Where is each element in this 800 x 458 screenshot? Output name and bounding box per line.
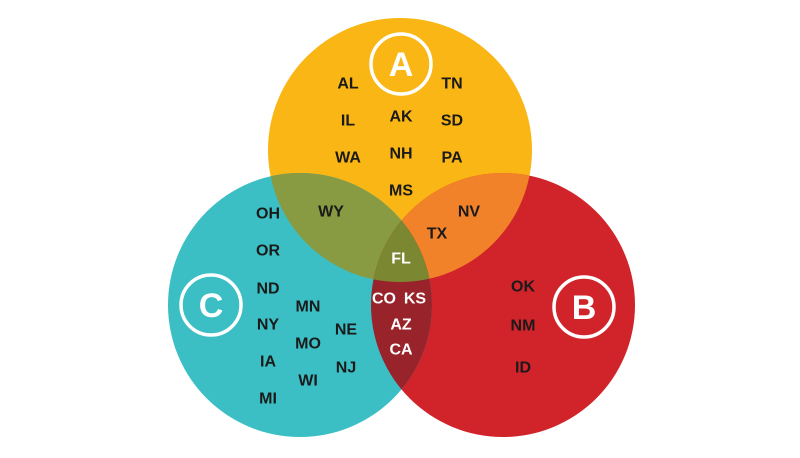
state-label: NJ — [336, 360, 356, 377]
state-label: FL — [391, 251, 411, 268]
state-label: NE — [335, 322, 358, 339]
state-label: OK — [511, 279, 535, 296]
set-b-badge: B — [552, 275, 616, 339]
set-c-label: C — [199, 287, 224, 325]
state-label: NY — [257, 317, 280, 334]
state-label: WY — [318, 204, 344, 221]
state-label: NV — [458, 204, 481, 221]
state-label: AZ — [390, 317, 412, 334]
state-label: OR — [256, 243, 280, 260]
state-label: CO — [372, 291, 396, 308]
state-label: ID — [515, 360, 531, 377]
state-label: OH — [256, 206, 280, 223]
set-b-label: B — [572, 289, 597, 327]
state-label: IL — [341, 113, 355, 130]
state-label: PA — [441, 150, 462, 167]
state-label: IA — [260, 354, 276, 371]
set-a-label: A — [389, 46, 414, 84]
state-label: MN — [296, 299, 321, 316]
state-label: WI — [298, 373, 318, 390]
overlap-a-b — [371, 173, 532, 282]
state-label: TX — [427, 226, 448, 243]
state-label: AL — [337, 76, 359, 93]
set-c-badge: C — [179, 273, 243, 337]
state-label: MS — [389, 183, 413, 200]
state-label: AK — [389, 109, 413, 126]
state-label: MI — [259, 391, 277, 408]
state-label: TN — [441, 76, 462, 93]
state-label: CA — [389, 342, 413, 359]
state-label: SD — [441, 113, 463, 130]
state-label: NH — [389, 146, 412, 163]
state-label: WA — [335, 150, 361, 167]
state-label: MO — [295, 336, 321, 353]
state-label: NM — [511, 318, 536, 335]
state-label: KS — [404, 291, 427, 308]
overlap-a-c — [268, 173, 432, 282]
state-label: ND — [256, 281, 279, 298]
set-a-badge: A — [369, 32, 433, 96]
